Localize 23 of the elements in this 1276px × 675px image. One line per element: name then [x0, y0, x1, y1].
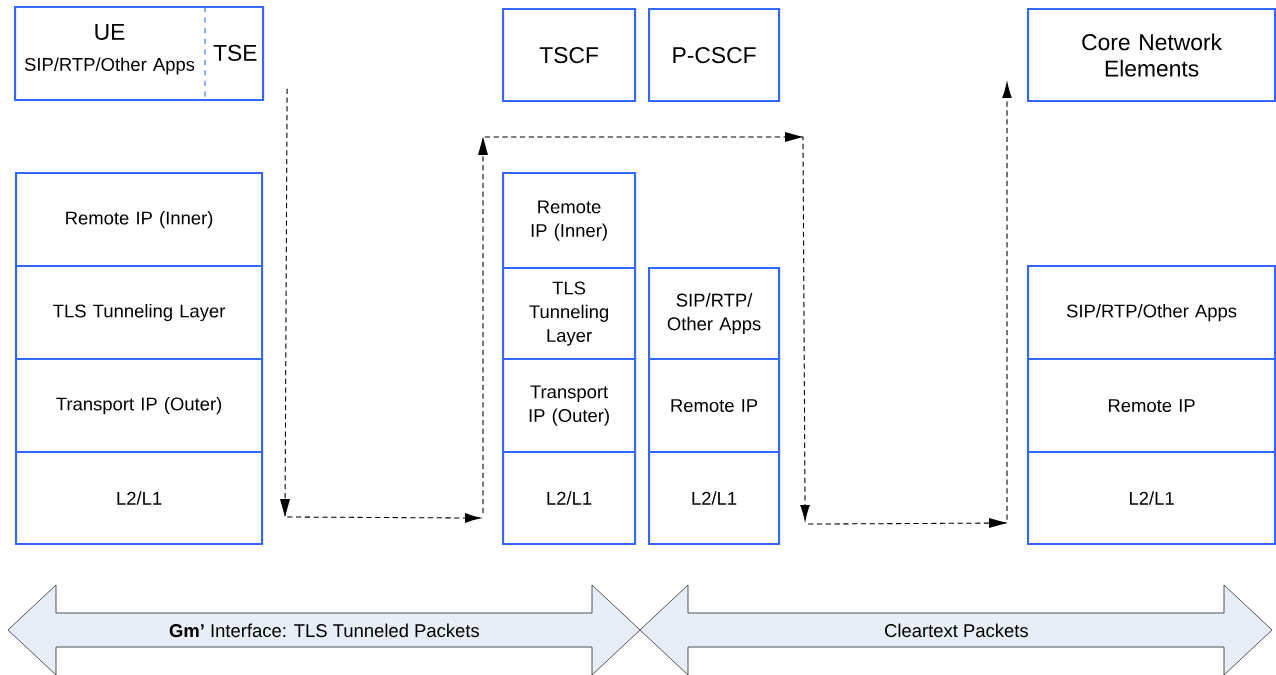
protocol-layer-box: Remote IP (Inner): [15, 172, 264, 268]
protocol-layer-box: L2/L1: [1027, 451, 1276, 546]
entity-box: P-CSCF: [648, 8, 781, 103]
protocol-layer-box: Transport IP (Outer): [15, 358, 264, 454]
protocol-layer-box: SIP/RTP/Other Apps: [1027, 265, 1276, 361]
double-arrow-band: Cleartext Packets: [639, 584, 1273, 675]
protocol-layer-box: L2/L1: [648, 451, 781, 546]
protocol-layer-box: L2/L1: [502, 451, 637, 546]
protocol-layer-box: TLS Tunneling Layer: [15, 265, 264, 361]
protocol-layer-box: L2/L1: [15, 451, 264, 546]
protocol-layer-box: Remote IP: [648, 358, 781, 454]
entity-box: Core Network Elements: [1027, 8, 1276, 103]
protocol-layer-box: SIP/RTP/ Other Apps: [648, 267, 781, 361]
protocol-layer-box: Remote IP (Inner): [502, 172, 637, 270]
protocol-layer-box: Remote IP: [1027, 358, 1276, 454]
double-arrow-band: Gm’ Interface: TLS Tunneled Packets: [7, 584, 641, 675]
arrow: [280, 88, 481, 523]
arrow: [807, 82, 1012, 528]
protocol-layer-box: Transport IP (Outer): [502, 358, 637, 454]
tse-section: TSE: [204, 6, 257, 99]
entity-box: TSCF: [502, 8, 637, 103]
protocol-layer-box: TLS Tunneling Layer: [502, 267, 637, 361]
arrow: [478, 132, 810, 521]
